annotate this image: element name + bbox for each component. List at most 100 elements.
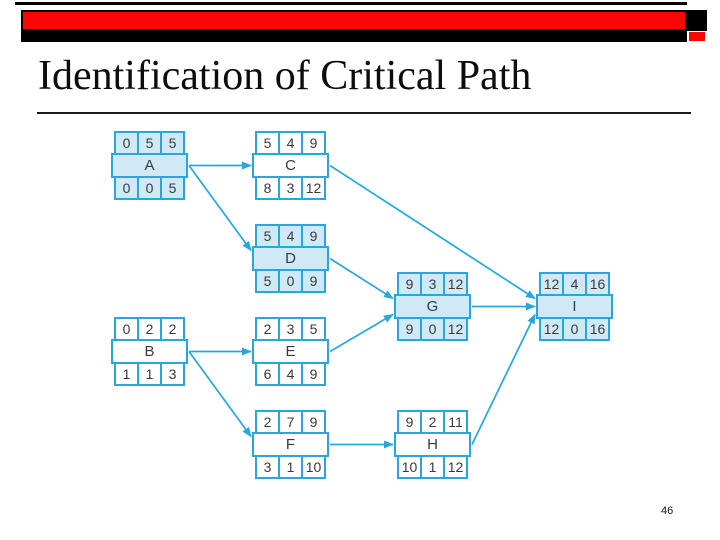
node-D-bottom-cell: 0 [278, 269, 303, 293]
node-A-bottom-cell: 0 [114, 176, 139, 200]
node-I-bottom-cell: 12 [539, 317, 564, 341]
node-I-bottom-cell: 16 [585, 317, 610, 341]
node-D-top-cell: 5 [255, 224, 280, 248]
node-I-bottom-cell: 0 [562, 317, 587, 341]
top-thin-line [15, 2, 687, 5]
arrow-D-G [329, 257, 394, 300]
node-E-top-cell: 2 [255, 317, 280, 341]
node-C-bottom-cell: 3 [278, 176, 303, 200]
node-A-top-cell: 5 [137, 131, 162, 155]
node-F-letter: F [252, 432, 329, 457]
node-B-bottom-cell: 1 [137, 362, 162, 386]
node-B-bottom-cell: 3 [160, 362, 185, 386]
node-D-top-cell: 9 [301, 224, 326, 248]
node-B-bottom-cell: 1 [114, 362, 139, 386]
node-A-top-cell: 5 [160, 131, 185, 155]
node-B-letter: B [111, 339, 188, 364]
node-A-letter: A [111, 153, 188, 178]
header-black-square [687, 10, 707, 31]
node-C-top-cell: 4 [278, 131, 303, 155]
node-G-bottom-cell: 0 [420, 317, 445, 341]
node-D-bottom-cell: 9 [301, 269, 326, 293]
node-C-top-cell: 5 [255, 131, 280, 155]
node-E-bottom-cell: 4 [278, 362, 303, 386]
arrow-A-D [188, 164, 252, 252]
node-C-bottom-cell: 8 [255, 176, 280, 200]
node-F-top-cell: 7 [278, 410, 303, 434]
node-G-top-cell: 9 [397, 272, 422, 296]
node-E-bottom-cell: 9 [301, 362, 326, 386]
node-H-bottom-cell: 1 [420, 455, 445, 479]
node-H-top-cell: 9 [397, 410, 422, 434]
node-D-top-cell: 4 [278, 224, 303, 248]
node-G-bottom-cell: 12 [443, 317, 468, 341]
node-F-top-cell: 9 [301, 410, 326, 434]
node-G-bottom-cell: 9 [397, 317, 422, 341]
node-G-letter: G [394, 294, 471, 319]
node-D-bottom-cell: 5 [255, 269, 280, 293]
node-E-letter: E [252, 339, 329, 364]
node-C-letter: C [252, 153, 329, 178]
header-black-bar [21, 31, 687, 42]
node-E-bottom-cell: 6 [255, 362, 280, 386]
node-I-letter: I [536, 294, 613, 319]
node-I-top-cell: 4 [562, 272, 587, 296]
header-red-square [689, 32, 705, 41]
node-C-bottom-cell: 12 [301, 176, 326, 200]
node-F-bottom-cell: 3 [255, 455, 280, 479]
node-G-top-cell: 12 [443, 272, 468, 296]
node-A-bottom-cell: 0 [137, 176, 162, 200]
slide-title: Identification of Critical Path [38, 53, 532, 99]
arrow-B-F [188, 350, 252, 438]
node-E-top-cell: 5 [301, 317, 326, 341]
node-E-top-cell: 3 [278, 317, 303, 341]
node-F-bottom-cell: 10 [301, 455, 326, 479]
arrow-E-G [329, 313, 394, 353]
title-underline [37, 112, 691, 114]
node-H-bottom-cell: 10 [397, 455, 422, 479]
node-H-top-cell: 11 [443, 410, 468, 434]
node-I-top-cell: 12 [539, 272, 564, 296]
arrow-H-I [471, 313, 536, 445]
page-number: 46 [661, 505, 674, 517]
node-H-letter: H [394, 432, 471, 457]
node-F-top-cell: 2 [255, 410, 280, 434]
node-I-top-cell: 16 [585, 272, 610, 296]
node-G-top-cell: 3 [420, 272, 445, 296]
node-A-bottom-cell: 5 [160, 176, 185, 200]
arrow-C-I [329, 164, 536, 300]
header-red-bar [21, 10, 687, 31]
node-H-top-cell: 2 [420, 410, 445, 434]
node-A-top-cell: 0 [114, 131, 139, 155]
node-H-bottom-cell: 12 [443, 455, 468, 479]
node-F-bottom-cell: 1 [278, 455, 303, 479]
